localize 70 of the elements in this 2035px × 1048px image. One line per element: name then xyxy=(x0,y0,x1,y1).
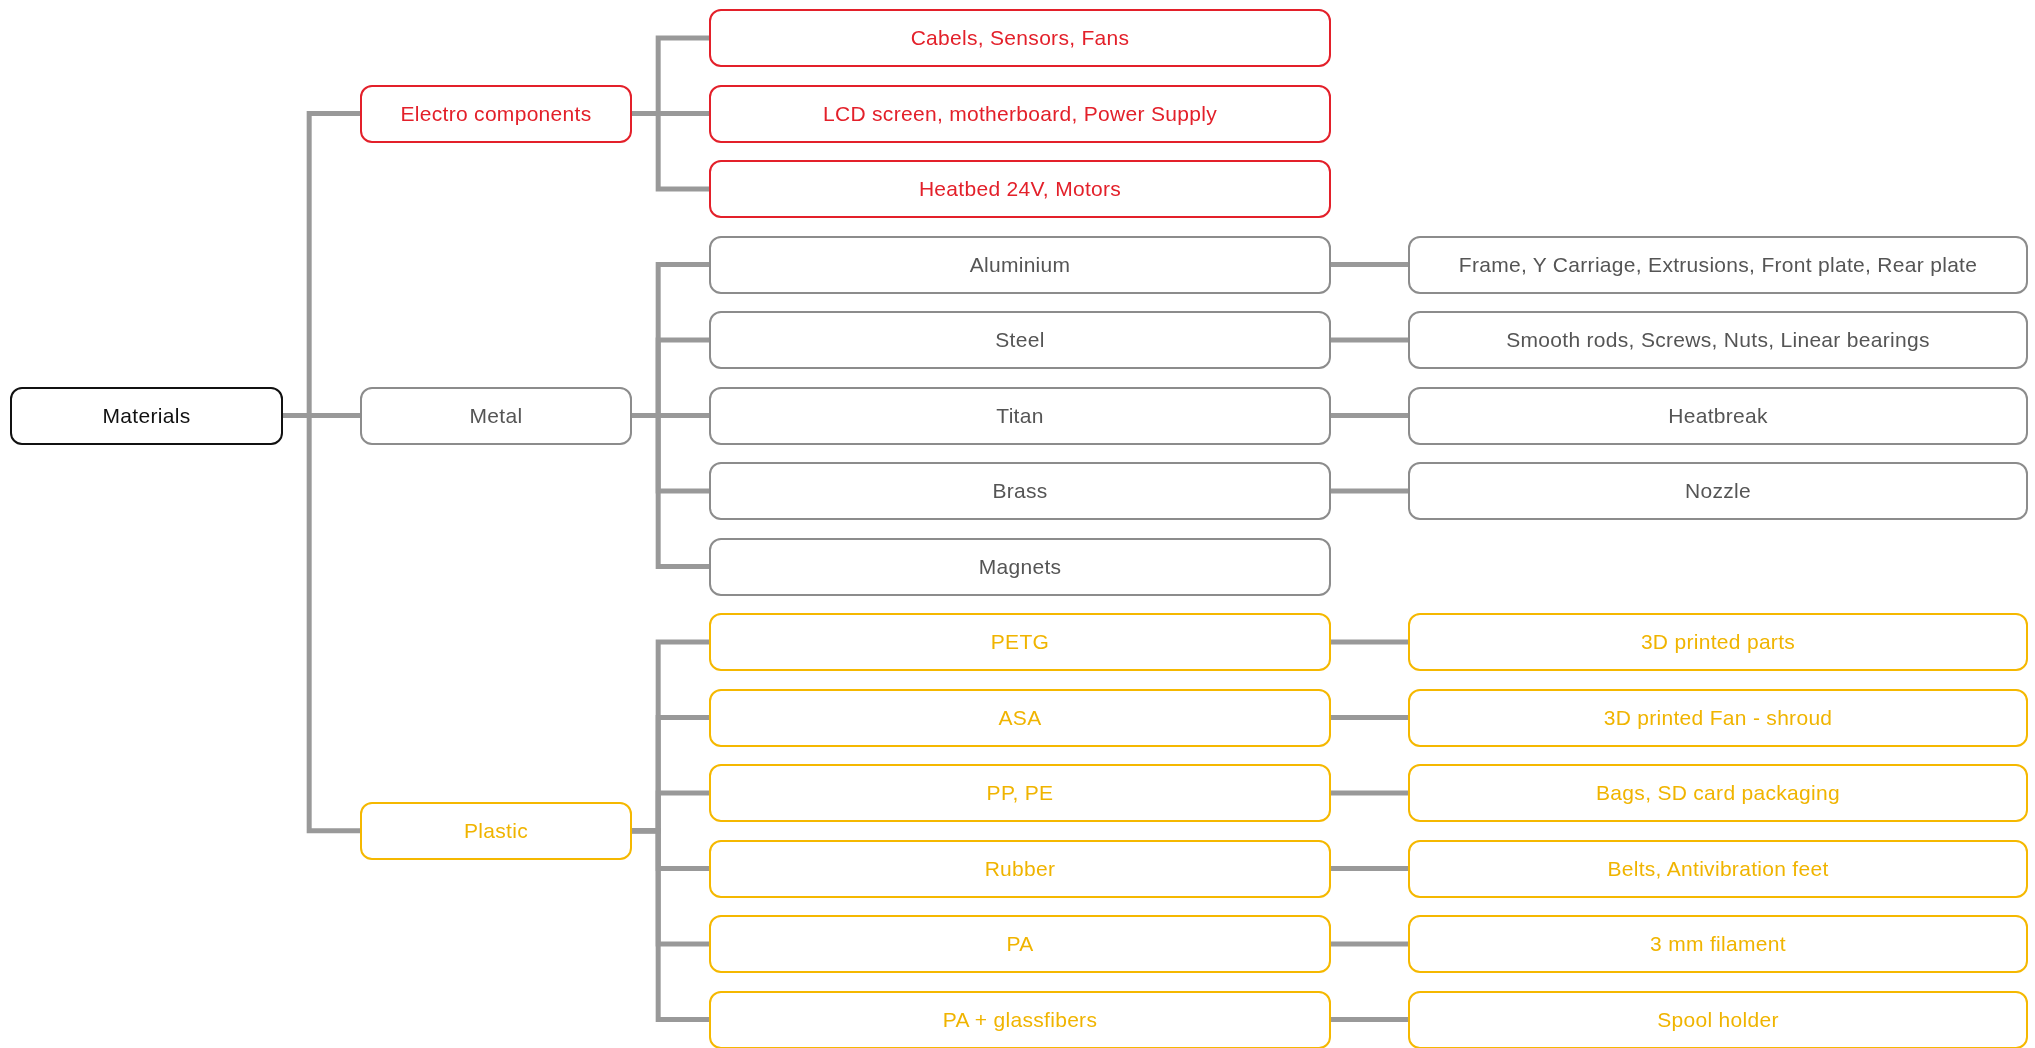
node-label: Heatbed 24V, Motors xyxy=(918,177,1122,201)
connector-line xyxy=(283,413,360,834)
category-box xyxy=(709,915,1331,973)
category-box xyxy=(360,801,632,860)
connector-line xyxy=(1331,639,1408,645)
category-box xyxy=(709,764,1331,822)
category-box xyxy=(10,386,283,445)
category-box xyxy=(360,386,632,445)
node-label: Rubber xyxy=(984,856,1056,881)
connector-line xyxy=(632,111,709,192)
node-label: LCD screen, motherboard, Power Supply xyxy=(823,101,1217,126)
category-box xyxy=(1408,915,2028,973)
connector-line xyxy=(1331,262,1408,267)
category-box xyxy=(709,688,1331,747)
category-box xyxy=(709,84,1331,143)
category-box xyxy=(709,235,1331,294)
category-box xyxy=(1408,839,2028,898)
node-label: Titan xyxy=(996,403,1044,428)
node-label: PA xyxy=(1006,932,1034,956)
node-label: Smooth rods, Screws, Nuts, Linear bearings xyxy=(1506,328,1930,352)
node-label: Nozzle xyxy=(1685,479,1751,503)
category-box xyxy=(1408,235,2028,294)
category-box xyxy=(1408,462,2028,520)
connector-line xyxy=(1331,866,1408,871)
category-box xyxy=(1408,688,2028,747)
connector-line xyxy=(1331,715,1408,720)
node-label: Aluminium xyxy=(969,252,1071,277)
connector-line xyxy=(1331,488,1408,494)
category-box xyxy=(709,990,1331,1048)
node-label: ASA xyxy=(998,705,1042,730)
connector-line xyxy=(1331,790,1408,796)
connector-line xyxy=(632,828,709,1022)
category-box xyxy=(709,311,1331,369)
node-label: Metal xyxy=(469,403,523,428)
connector-line xyxy=(1331,1017,1408,1022)
node-label: Steel xyxy=(995,328,1045,352)
node-label: 3D printed parts xyxy=(1640,630,1796,654)
node-label: PP, PE xyxy=(986,781,1054,805)
node-label: Cabels, Sensors, Fans xyxy=(910,26,1130,50)
node-label: 3D printed Fan - shroud xyxy=(1603,705,1833,730)
node-label: 3 mm filament xyxy=(1650,932,1786,956)
node-label: Bags, SD card packaging xyxy=(1596,781,1840,805)
node-label: Frame, Y Carriage, Extrusions, Front plate, Rear plate xyxy=(1458,252,1978,277)
node-label: Heatbreak xyxy=(1668,403,1768,428)
node-label: PA + glassfibers xyxy=(942,1007,1098,1032)
category-box xyxy=(709,839,1331,898)
connector-line xyxy=(632,413,709,569)
category-box xyxy=(360,84,632,143)
category-box xyxy=(709,462,1331,520)
node-label: Materials xyxy=(102,403,191,428)
node-label: Electro components xyxy=(400,101,592,126)
category-box xyxy=(1408,990,2028,1048)
connector-line xyxy=(1331,941,1408,947)
category-box xyxy=(1408,613,2028,671)
category-box xyxy=(709,613,1331,671)
node-label: Plastic xyxy=(464,818,528,843)
category-box xyxy=(1408,764,2028,822)
category-box xyxy=(1408,311,2028,369)
node-label: Spool holder xyxy=(1657,1007,1779,1032)
category-box xyxy=(1408,386,2028,445)
node-label: Brass xyxy=(992,479,1048,503)
category-box xyxy=(709,9,1331,67)
category-box xyxy=(709,160,1331,218)
connector-line xyxy=(1331,337,1408,343)
category-box xyxy=(709,386,1331,445)
node-label: PETG xyxy=(990,630,1050,654)
node-label: Belts, Antivibration feet xyxy=(1607,856,1829,881)
category-box xyxy=(709,537,1331,596)
node-label: Magnets xyxy=(978,554,1062,579)
connector-line xyxy=(1331,413,1408,418)
